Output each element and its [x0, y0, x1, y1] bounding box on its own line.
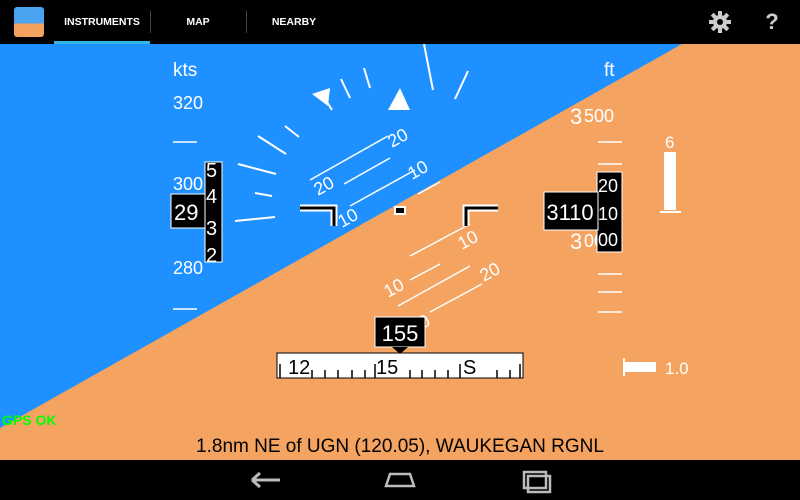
altitude-drum-digit: 00 [598, 230, 618, 250]
altitude-drum-digits: 20 10 00 [598, 176, 618, 250]
slip-value: 1.0 [665, 359, 689, 378]
airspeed-ticks [173, 141, 197, 310]
tab-divider [246, 11, 247, 33]
heading-labels: 12 15 S [288, 357, 476, 379]
altitude-unit: ft [604, 60, 615, 81]
heading-tick-label: S [463, 357, 476, 379]
airspeed-tick-label: 280 [173, 258, 203, 278]
airspeed-unit: kts [173, 60, 197, 81]
airspeed-drum-digit: 4 [206, 186, 217, 208]
altitude-ticks [598, 141, 622, 313]
vsi-bar [664, 152, 676, 210]
system-navigation-bar [0, 460, 800, 500]
pitch-ladder [309, 135, 483, 313]
tab-divider [150, 11, 151, 33]
aircraft-symbol [300, 204, 498, 226]
vsi-value: 6 [665, 133, 674, 152]
airspeed-drum-digits: 5 4 3 2 [206, 160, 217, 267]
altitude-drum-digit: 10 [598, 204, 618, 224]
altitude-drum-digit: 20 [598, 176, 618, 196]
airspeed-tick-label: 300 [173, 174, 203, 194]
airspeed-drum-digit: 3 [206, 218, 217, 240]
airspeed-tick-label: 320 [173, 93, 203, 113]
slip-bar [624, 362, 656, 372]
heading-readout: 155 [382, 321, 419, 346]
altitude-tick-small: 500 [584, 106, 614, 126]
tab-selected-indicator [54, 41, 150, 44]
airspeed-readout-box [170, 193, 206, 229]
heading-ticks [279, 364, 521, 378]
app-icon[interactable] [14, 7, 44, 37]
heading-tape [276, 352, 524, 379]
altitude-drum [596, 171, 623, 253]
home-icon[interactable] [380, 466, 420, 494]
action-bar: INSTRUMENTS MAP NEARBY ? [0, 0, 800, 44]
bank-pointer-sky [312, 88, 330, 106]
altitude-tick-label-top: 3 500 [570, 104, 614, 129]
location-text: 1.8nm NE of UGN (120.05), WAUKEGAN RGNL [196, 436, 604, 457]
help-button[interactable]: ? [765, 9, 779, 34]
altitude-readout: 3110 [546, 200, 593, 225]
recent-apps-icon[interactable] [516, 466, 556, 494]
back-icon[interactable] [246, 466, 286, 494]
tab-instruments[interactable]: INSTRUMENTS [64, 16, 140, 28]
heading-tick-label: 15 [376, 357, 398, 379]
altitude-readout-box [543, 191, 599, 231]
airspeed-readout: 29 [174, 200, 198, 225]
gear-icon[interactable] [708, 10, 732, 34]
tab-map[interactable]: MAP [186, 16, 210, 28]
tab-nearby[interactable]: NEARBY [271, 16, 317, 28]
heading-readout-box [374, 316, 426, 348]
heading-pointer [392, 347, 408, 354]
airspeed-drum-digit: 5 [206, 160, 217, 182]
altitude-tick-big: 3 [570, 229, 582, 254]
bank-scale [234, 44, 469, 222]
heading-tick-label: 12 [288, 357, 310, 379]
ground [0, 44, 800, 460]
airspeed-drum-digit: 2 [206, 245, 217, 267]
altitude-tick-big: 3 [570, 104, 582, 129]
attitude-display: 20 20 10 10 10 10 20 20 kts 320 300 280 … [0, 44, 800, 460]
gps-status: GPS OK [2, 412, 57, 428]
airspeed-tape: 320 300 280 [173, 93, 203, 278]
bank-pointer [388, 88, 410, 110]
